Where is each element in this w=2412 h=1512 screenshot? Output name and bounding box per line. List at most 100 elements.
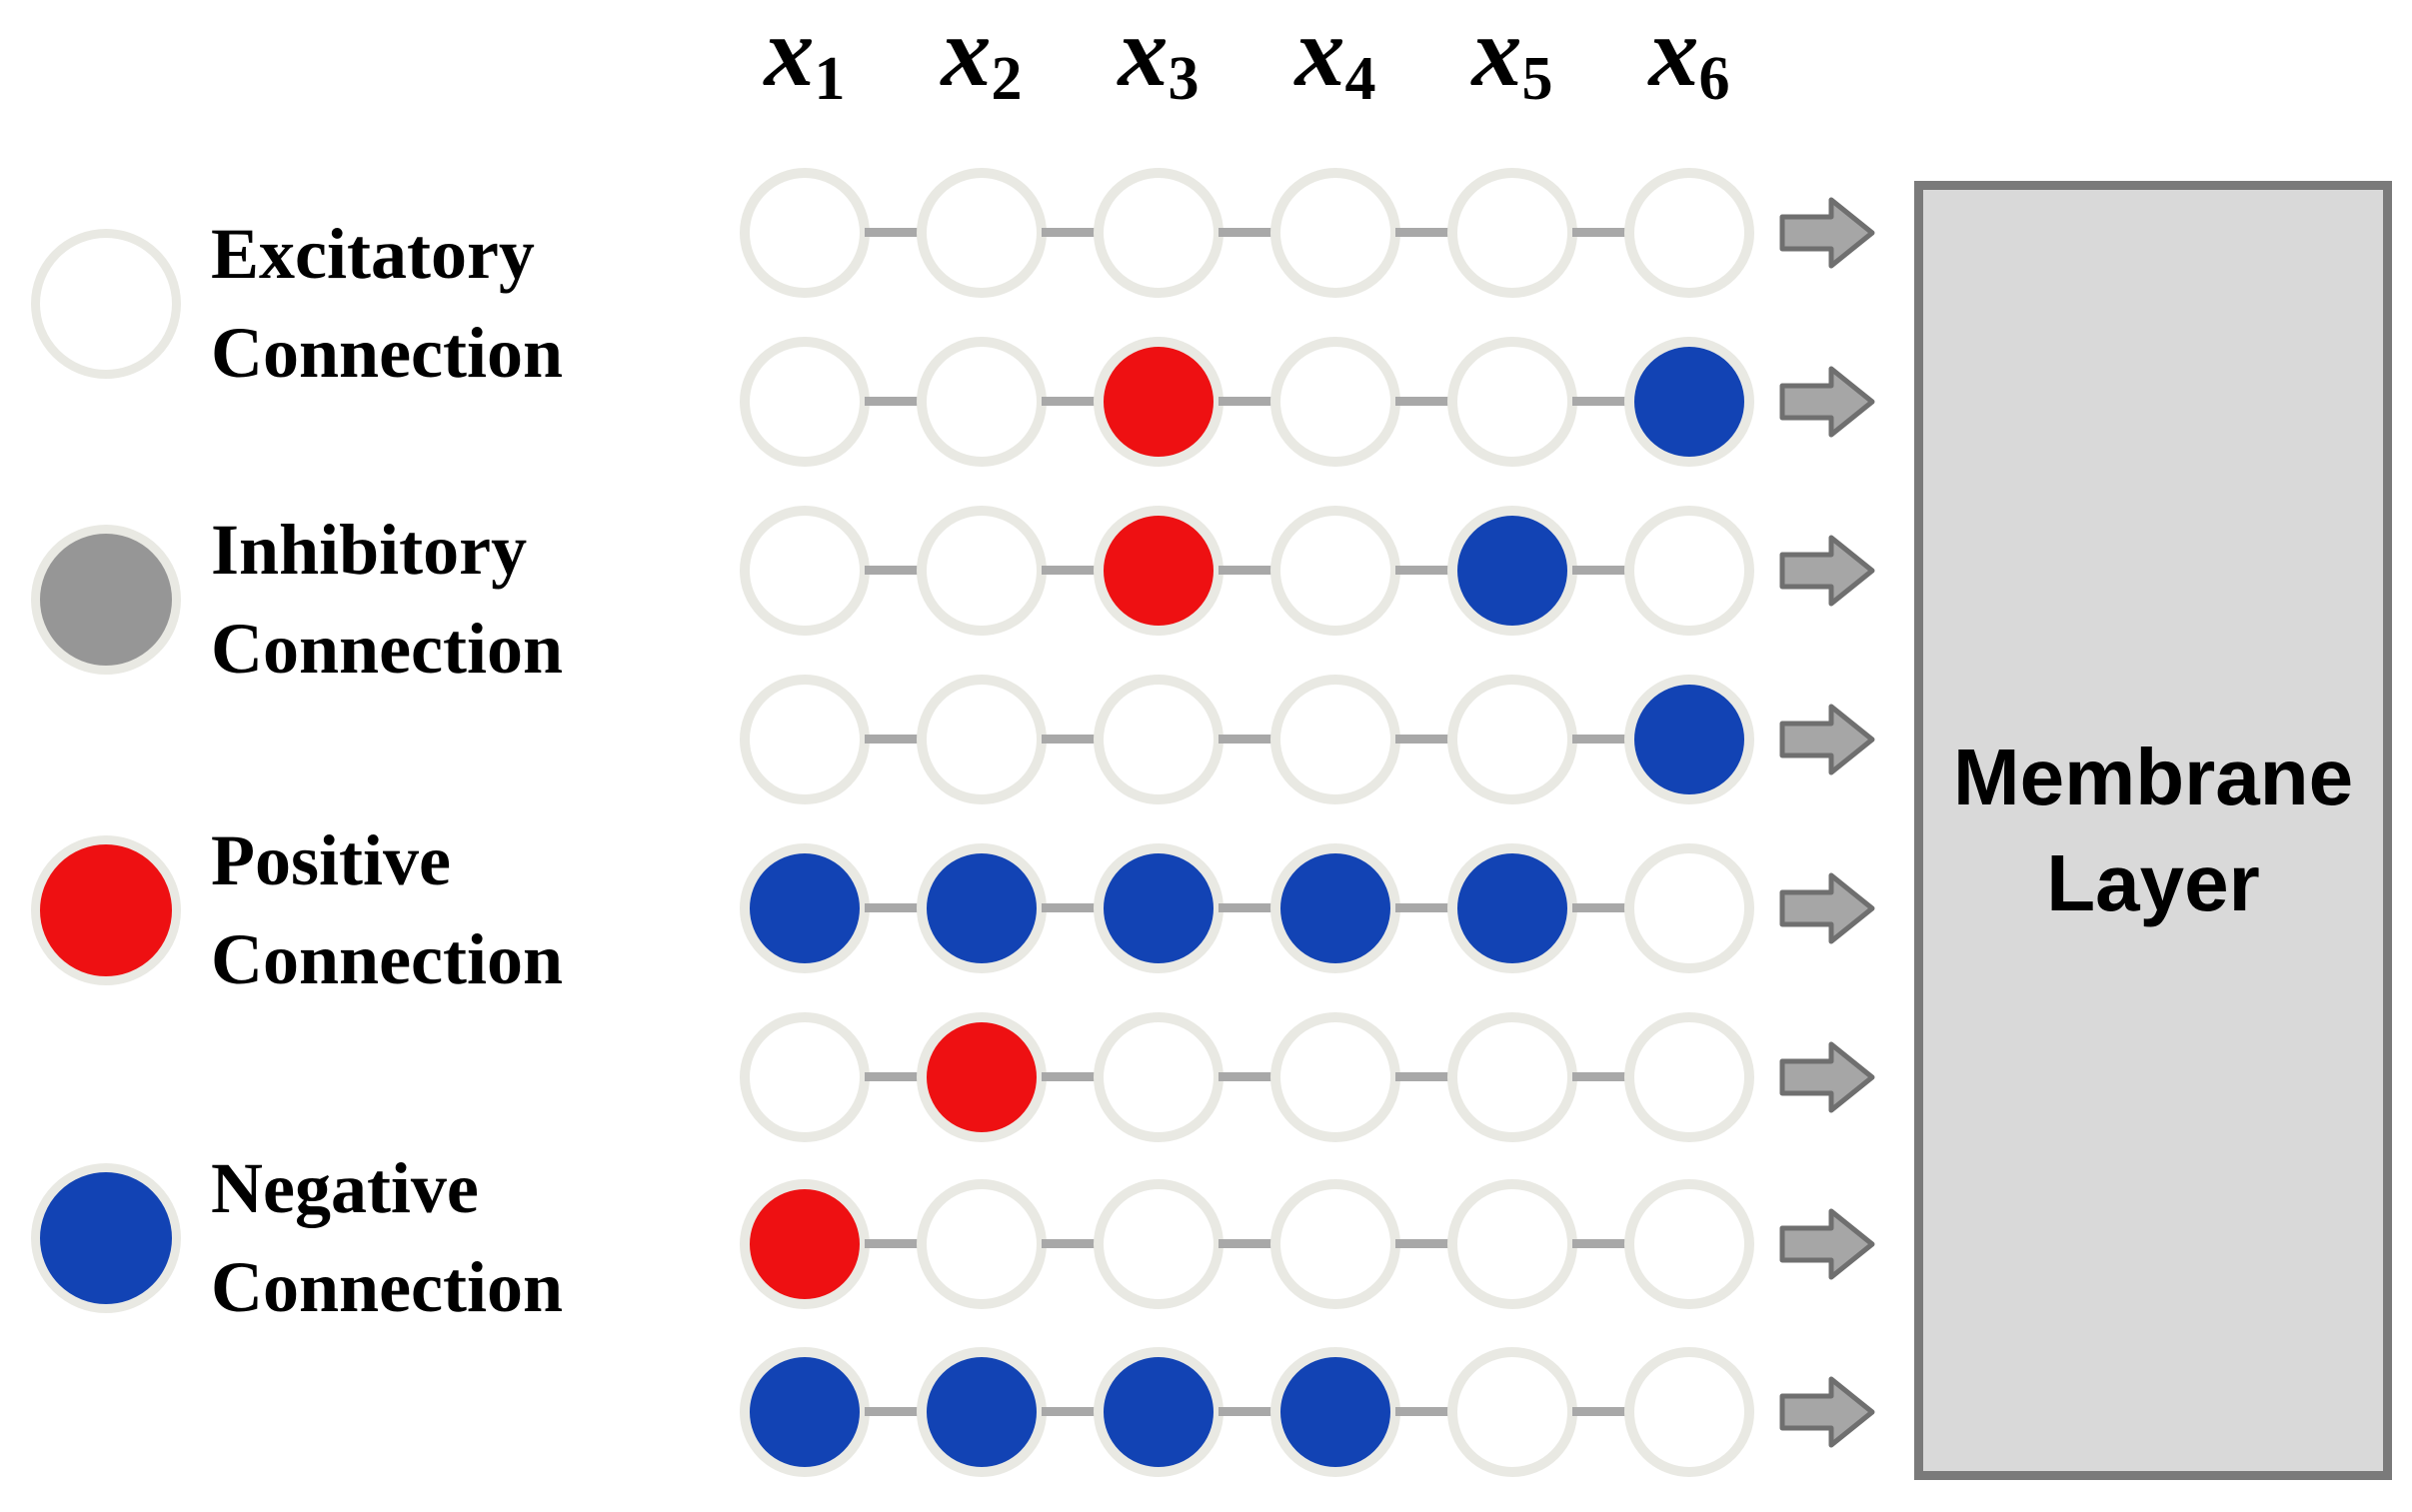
legend-positive-circle-icon xyxy=(31,835,181,985)
node-r1-c1 xyxy=(740,168,870,298)
connector-line xyxy=(1218,1239,1275,1248)
connector-line xyxy=(1042,1407,1099,1416)
header-variable: x xyxy=(1118,0,1169,107)
connector-line xyxy=(1395,903,1452,912)
connector-line xyxy=(1218,1072,1275,1081)
connector-line xyxy=(1042,1072,1099,1081)
node-r5-c5 xyxy=(1447,843,1577,973)
connector-line xyxy=(1218,228,1275,237)
legend-excitatory-circle-icon xyxy=(31,229,181,379)
connector-line xyxy=(1042,1239,1099,1248)
connector-line xyxy=(1042,228,1099,237)
connector-line xyxy=(1572,228,1629,237)
connector-line xyxy=(1042,566,1099,575)
connector-line xyxy=(1395,228,1452,237)
node-r8-c2 xyxy=(917,1347,1047,1477)
connector-line xyxy=(865,903,922,912)
connector-line xyxy=(1042,397,1099,406)
node-r5-c1 xyxy=(740,843,870,973)
header-subscript: 1 xyxy=(814,44,846,113)
arrow-icon xyxy=(1779,366,1875,438)
node-r2-c2 xyxy=(917,337,1047,467)
connector-line xyxy=(1572,566,1629,575)
node-r3-c1 xyxy=(740,506,870,636)
node-r6-c1 xyxy=(740,1012,870,1142)
column-header-x5: x5 xyxy=(1472,2,1553,110)
header-variable: x xyxy=(941,0,992,107)
node-r5-c3 xyxy=(1094,843,1223,973)
membrane-label-line1: Membrane xyxy=(1952,733,2354,821)
node-r3-c5 xyxy=(1447,506,1577,636)
arrow-icon xyxy=(1779,197,1875,269)
membrane-layer-box: Membrane Layer xyxy=(1914,181,2392,1480)
node-r5-c4 xyxy=(1270,843,1400,973)
node-r4-c4 xyxy=(1270,675,1400,804)
legend-label-line2: Connection xyxy=(211,609,564,689)
node-r8-c5 xyxy=(1447,1347,1577,1477)
connector-line xyxy=(1572,735,1629,744)
node-r1-c2 xyxy=(917,168,1047,298)
node-r5-c6 xyxy=(1624,843,1754,973)
connector-line xyxy=(1218,735,1275,744)
arrow-icon xyxy=(1779,704,1875,775)
node-r7-c5 xyxy=(1447,1179,1577,1309)
node-r7-c2 xyxy=(917,1179,1047,1309)
connector-line xyxy=(1395,1239,1452,1248)
legend-label-line2: Connection xyxy=(211,313,564,393)
node-r7-c1 xyxy=(740,1179,870,1309)
legend-inhibitory-circle-icon xyxy=(31,525,181,675)
node-r1-c6 xyxy=(1624,168,1754,298)
node-r8-c3 xyxy=(1094,1347,1223,1477)
node-r2-c3 xyxy=(1094,337,1223,467)
connector-line xyxy=(865,1407,922,1416)
node-r2-c6 xyxy=(1624,337,1754,467)
connector-line xyxy=(1395,735,1452,744)
node-r1-c4 xyxy=(1270,168,1400,298)
node-r4-c1 xyxy=(740,675,870,804)
connector-line xyxy=(865,735,922,744)
node-r5-c2 xyxy=(917,843,1047,973)
arrow-icon xyxy=(1779,535,1875,607)
node-r3-c2 xyxy=(917,506,1047,636)
connector-line xyxy=(865,566,922,575)
connector-line xyxy=(865,228,922,237)
connector-line xyxy=(1395,566,1452,575)
header-variable: x xyxy=(764,0,815,107)
arrow-icon xyxy=(1779,1208,1875,1280)
connector-line xyxy=(1218,903,1275,912)
node-r6-c5 xyxy=(1447,1012,1577,1142)
node-r6-c2 xyxy=(917,1012,1047,1142)
connector-line xyxy=(1042,903,1099,912)
legend-label-line2: Connection xyxy=(211,1247,564,1327)
node-r4-c6 xyxy=(1624,675,1754,804)
node-r6-c4 xyxy=(1270,1012,1400,1142)
membrane-label-line2: Layer xyxy=(2046,838,2260,927)
header-variable: x xyxy=(1471,0,1522,107)
connector-line xyxy=(865,1239,922,1248)
header-subscript: 3 xyxy=(1168,44,1200,113)
column-header-x4: x4 xyxy=(1295,2,1376,110)
node-r8-c1 xyxy=(740,1347,870,1477)
node-r2-c4 xyxy=(1270,337,1400,467)
node-r8-c4 xyxy=(1270,1347,1400,1477)
node-r2-c1 xyxy=(740,337,870,467)
connector-line xyxy=(1572,903,1629,912)
header-variable: x xyxy=(1294,0,1345,107)
node-r7-c6 xyxy=(1624,1179,1754,1309)
legend-label-line1: Negative xyxy=(211,1148,479,1228)
header-variable: x xyxy=(1648,0,1699,107)
header-subscript: 4 xyxy=(1344,44,1376,113)
connector-line xyxy=(865,1072,922,1081)
header-subscript: 2 xyxy=(991,44,1023,113)
connector-line xyxy=(1572,1407,1629,1416)
node-r3-c3 xyxy=(1094,506,1223,636)
column-header-x3: x3 xyxy=(1119,2,1200,110)
arrow-icon xyxy=(1779,1041,1875,1113)
column-header-x2: x2 xyxy=(942,2,1023,110)
node-r8-c6 xyxy=(1624,1347,1754,1477)
node-r1-c5 xyxy=(1447,168,1577,298)
